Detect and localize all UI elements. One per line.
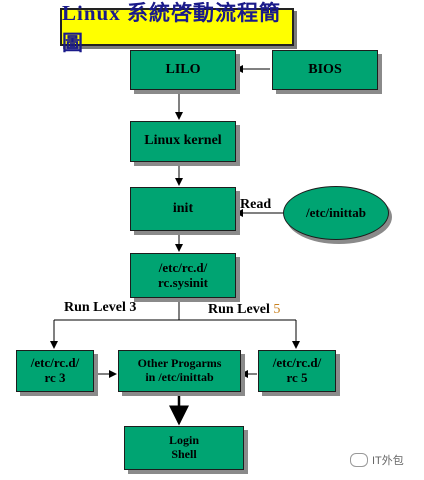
rc5-box: /etc/rc.d/ rc 5 xyxy=(258,350,336,392)
bios-box: BIOS xyxy=(272,50,378,90)
kernel-box: Linux kernel xyxy=(130,121,236,162)
run-level-3-label: Run Level 3 xyxy=(64,300,137,315)
init-box: init xyxy=(130,187,236,231)
sysinit-label-line2: rc.sysinit xyxy=(158,274,208,290)
other-programs-label-line2: in /etc/inittab xyxy=(145,370,214,384)
lilo-label: LILO xyxy=(165,61,201,77)
read-label: Read xyxy=(240,197,272,212)
login-shell-box: Login Shell xyxy=(124,426,244,470)
inittab-oval: /etc/inittab xyxy=(283,186,389,240)
other-programs-box: Other Progarms in /etc/inittab xyxy=(118,350,241,392)
run-level-5-text: Run Level xyxy=(208,302,270,317)
watermark-text: IT外包 xyxy=(372,455,404,467)
rc3-label-line1: /etc/rc.d/ xyxy=(30,355,80,371)
lilo-box: LILO xyxy=(130,50,236,90)
rc5-label-line1: /etc/rc.d/ xyxy=(272,355,322,371)
login-shell-label-line1: Login xyxy=(168,433,199,448)
bios-label: BIOS xyxy=(308,61,342,77)
inittab-label: /etc/inittab xyxy=(306,205,366,220)
run-level-5-number: 5 xyxy=(273,302,281,317)
sysinit-box: /etc/rc.d/ rc.sysinit xyxy=(130,253,236,298)
run-level-5-label: Run Level 5 xyxy=(208,302,280,318)
watermark: IT外包 xyxy=(350,452,404,468)
chat-bubble-icon xyxy=(350,453,368,467)
rc5-label-line2: rc 5 xyxy=(286,370,308,385)
init-label: init xyxy=(172,200,194,216)
kernel-label: Linux kernel xyxy=(144,133,222,149)
rc3-box: /etc/rc.d/ rc 3 xyxy=(16,350,94,392)
login-shell-label-line2: Shell xyxy=(171,447,197,461)
sysinit-label-line1: /etc/rc.d/ xyxy=(158,259,208,275)
other-programs-label-line1: Other Progarms xyxy=(137,356,222,371)
rc3-label-line2: rc 3 xyxy=(44,370,66,385)
